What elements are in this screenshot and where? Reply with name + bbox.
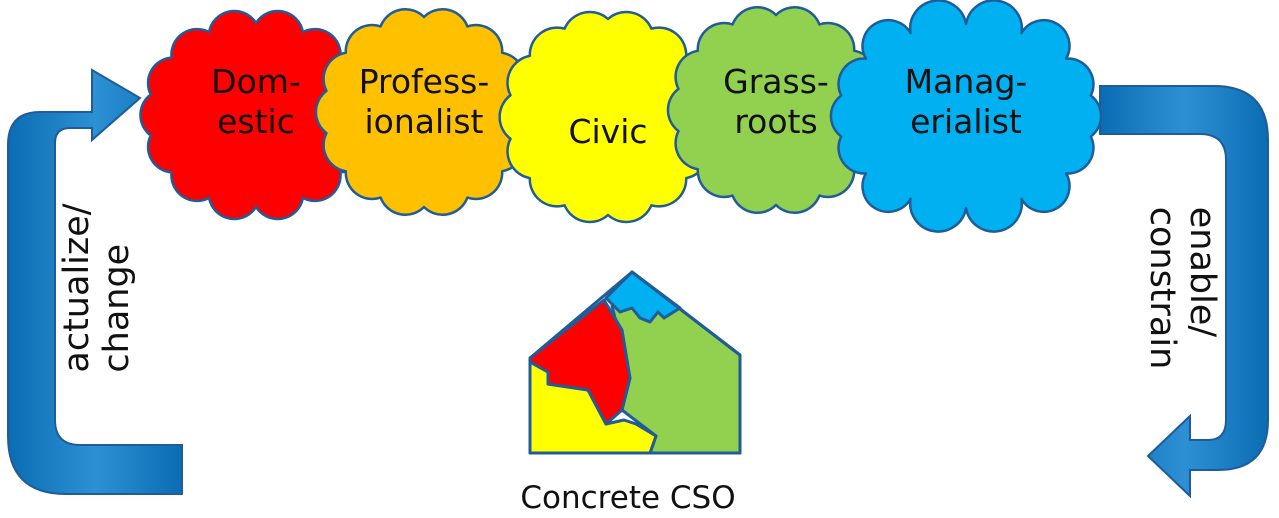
side-label-line: constrain	[1142, 206, 1182, 370]
cloud-managerialist	[829, 0, 1103, 233]
cloud-label-line: estic	[217, 102, 295, 141]
house-icon	[528, 270, 742, 455]
house-caption: Concrete CSO	[520, 480, 736, 516]
cloud-label-professionalist: Profess- ionalist	[344, 62, 504, 142]
side-label-line: enable/	[1182, 206, 1222, 338]
cloud-label-line: Grass-	[723, 62, 829, 101]
cloud-label-domestic: Dom- estic	[196, 62, 316, 142]
side-label-line: actualize/	[57, 203, 97, 373]
left-cycle-arrow	[7, 68, 183, 495]
cloud-label-grassroots: Grass- roots	[706, 62, 846, 142]
cloud-label-line: Profess-	[358, 62, 490, 101]
house-outline	[528, 270, 742, 455]
cloud-label-line: roots	[734, 102, 818, 141]
house-segment-domestic	[528, 298, 632, 426]
cloud-label-line: Civic	[568, 112, 648, 151]
right-cycle-arrow	[1099, 85, 1269, 499]
cloud-label-line: Dom-	[211, 62, 301, 101]
cloud-label-line: ionalist	[364, 102, 484, 141]
cloud-label-managerialist: Manag- erialist	[886, 62, 1046, 142]
cloud-group	[139, 0, 1103, 233]
cloud-label-line: Manag-	[904, 62, 1028, 101]
side-label-line: change	[97, 243, 137, 373]
cloud-label-line: erialist	[910, 102, 1022, 141]
cloud-professionalist	[314, 8, 534, 216]
cloud-label-civic: Civic	[553, 112, 663, 152]
enable-constrain-label: enable/ constrain	[1142, 207, 1222, 370]
actualize-change-label: actualize/ change	[57, 203, 137, 372]
